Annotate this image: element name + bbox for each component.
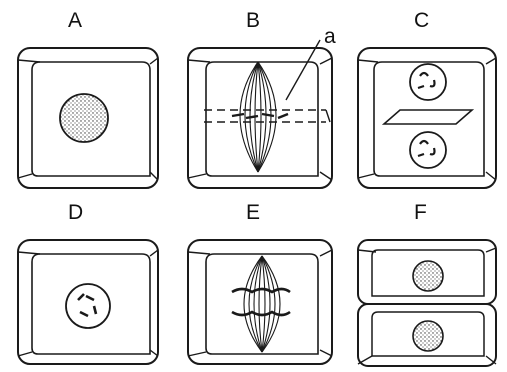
cell-A	[18, 48, 158, 188]
nucleus-C-bottom	[410, 132, 446, 168]
nucleus-A	[60, 94, 108, 142]
cell-C	[358, 48, 496, 188]
cell-F	[358, 240, 496, 366]
nucleus-F-bottom	[413, 321, 443, 351]
cell-E	[188, 240, 332, 364]
nucleus-F-top	[413, 261, 443, 291]
cell-B	[188, 40, 332, 188]
cell-D	[18, 240, 158, 364]
cell-plate-C	[384, 110, 472, 124]
nucleus-C-top	[410, 64, 446, 100]
nucleus-D	[66, 284, 110, 328]
